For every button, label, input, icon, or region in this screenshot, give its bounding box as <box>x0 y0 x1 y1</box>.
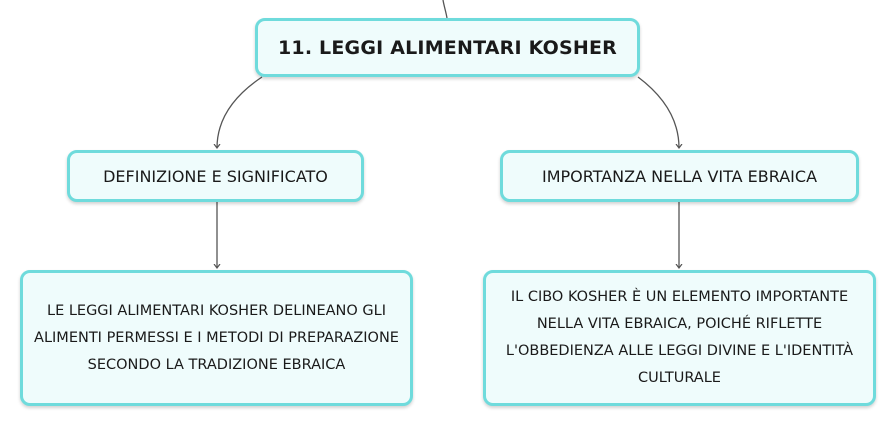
connector-root-to-right <box>637 76 679 148</box>
root-topic-label: 11. LEGGI ALIMENTARI KOSHER <box>277 36 618 59</box>
detail-definition-text: LE LEGGI ALIMENTARI KOSHER DELINEANO GLI… <box>34 302 399 373</box>
subtopic-definition-label: DEFINIZIONE E SIGNIFICATO <box>103 166 328 186</box>
subtopic-importance-node[interactable]: IMPORTANZA NELLA VITA EBRAICA <box>500 150 859 202</box>
root-topic-node[interactable]: 11. LEGGI ALIMENTARI KOSHER <box>255 18 640 77</box>
connector-incoming <box>442 0 448 19</box>
connector-root-to-left <box>217 76 263 148</box>
detail-definition-node[interactable]: LE LEGGI ALIMENTARI KOSHER DELINEANO GLI… <box>20 270 413 406</box>
subtopic-definition-node[interactable]: DEFINIZIONE E SIGNIFICATO <box>67 150 364 202</box>
detail-importance-node[interactable]: IL CIBO KOSHER È UN ELEMENTO IMPORTANTE … <box>483 270 876 406</box>
subtopic-importance-label: IMPORTANZA NELLA VITA EBRAICA <box>541 166 818 186</box>
detail-importance-text: IL CIBO KOSHER È UN ELEMENTO IMPORTANTE … <box>505 289 854 386</box>
